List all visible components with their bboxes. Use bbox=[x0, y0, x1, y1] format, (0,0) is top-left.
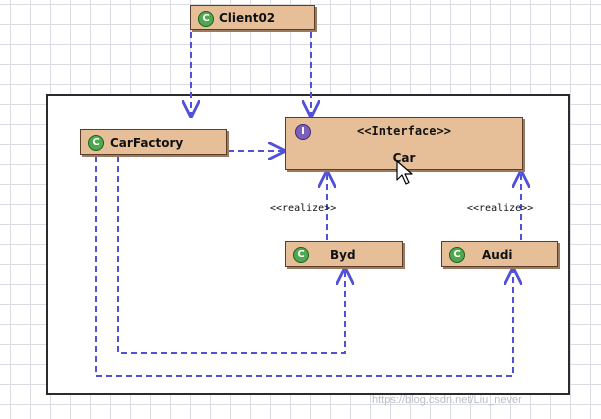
class-name-audi: Audi bbox=[482, 248, 513, 262]
class-badge-icon: C bbox=[198, 11, 214, 27]
class-badge-icon: C bbox=[449, 247, 465, 263]
mouse-pointer-icon bbox=[396, 160, 413, 185]
class-badge-icon: C bbox=[88, 135, 104, 151]
interface-stereotype: <<Interface>> bbox=[357, 124, 451, 138]
realize-label-audi: <<realize>> bbox=[467, 203, 534, 214]
watermark: https://blog.csdn.net/Liu_never bbox=[372, 394, 522, 406]
class-audi[interactable]: C Audi bbox=[441, 241, 558, 267]
class-carfactory[interactable]: C CarFactory bbox=[80, 129, 227, 155]
class-byd[interactable]: C Byd bbox=[285, 241, 403, 267]
dependency-carfactory-byd bbox=[117, 156, 345, 354]
class-client02[interactable]: C Client02 bbox=[190, 5, 315, 30]
class-badge-icon: C bbox=[293, 247, 309, 263]
realize-label-byd: <<realize>> bbox=[270, 203, 337, 214]
interface-badge-icon: I bbox=[295, 124, 311, 140]
class-name-client02: Client02 bbox=[219, 11, 276, 25]
class-name-carfactory: CarFactory bbox=[110, 136, 184, 150]
dependency-carfactory-audi bbox=[95, 156, 513, 377]
class-name-byd: Byd bbox=[330, 248, 356, 262]
